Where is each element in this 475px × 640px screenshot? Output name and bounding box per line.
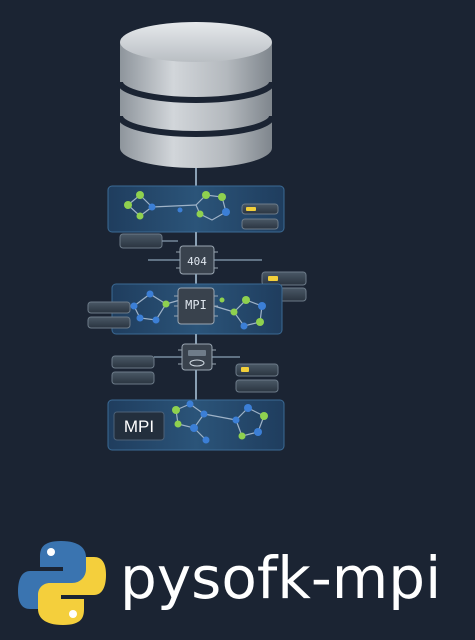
product-name: pysofk-mpi [120,544,442,612]
chip-label-404: 404 [187,255,207,268]
database-cylinder-icon [117,22,275,168]
status-led [241,367,249,372]
python-logo-icon [16,537,108,629]
chip-label-mpi: MPI [185,298,207,312]
node-panel-3: MPI [107,399,285,451]
status-led [268,276,278,281]
python-logo-blue-half [18,541,86,609]
processor-chip-mpi: MPI [174,287,218,325]
processor-chip-small [178,343,216,371]
mpi-badge-label: MPI [124,417,154,436]
python-logo-yellow-half [38,557,106,625]
io-module [261,271,307,286]
io-module [119,233,163,249]
processor-chip-404: 404 [176,245,218,275]
node-panel-1 [107,185,285,233]
io-module [111,371,155,385]
io-module [235,379,279,393]
io-module [111,355,155,369]
